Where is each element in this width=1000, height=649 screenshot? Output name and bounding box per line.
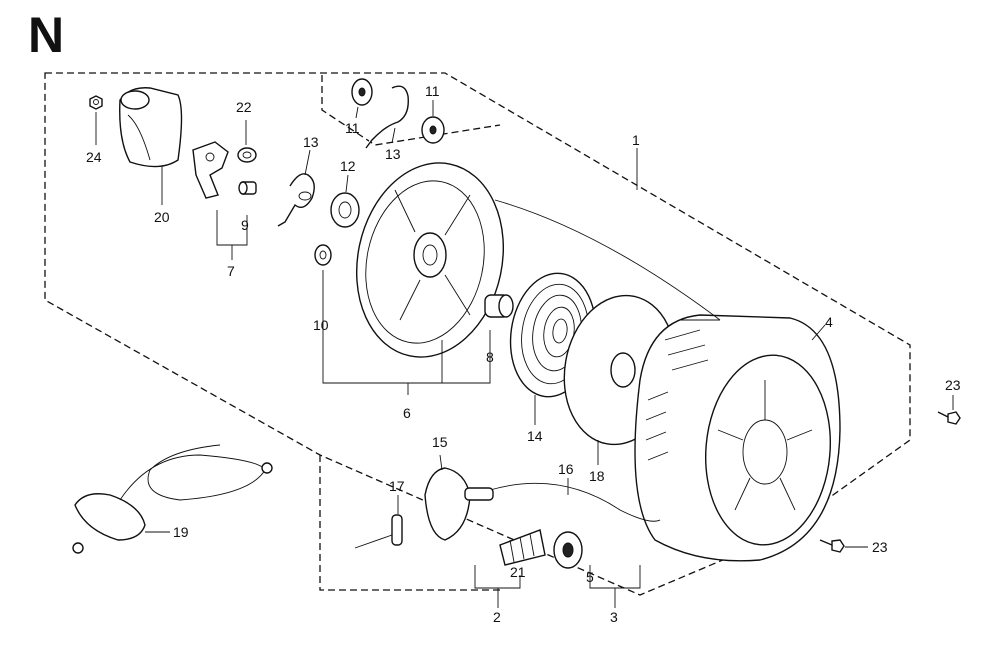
callout-labels: 1 2 3 4 5 6 7 8 9 10 11 11 12 13 13 14 1…	[86, 83, 961, 625]
label-11b: 11	[425, 83, 440, 99]
page-letter: N	[28, 7, 64, 63]
label-8: 8	[486, 349, 494, 365]
nut-part-24	[89, 95, 103, 145]
clip-part-17	[354, 495, 403, 549]
label-3: 3	[610, 609, 618, 625]
label-18: 18	[589, 468, 605, 484]
cover-part-20	[119, 87, 183, 205]
leader-2	[474, 565, 521, 589]
pin-part-9	[238, 181, 257, 195]
spring-part-21	[499, 529, 546, 566]
collar-part-12	[330, 174, 360, 228]
label-13b: 13	[385, 146, 401, 162]
housing-part-4	[634, 314, 841, 562]
label-22: 22	[236, 99, 252, 115]
spring-part-13	[277, 149, 315, 227]
label-15: 15	[432, 434, 448, 450]
label-6: 6	[403, 405, 411, 421]
reel-part-6	[355, 162, 505, 358]
washer-part-11-a	[351, 78, 373, 119]
washer-part-11-b	[421, 100, 445, 144]
label-20: 20	[154, 209, 170, 225]
ratchet-part-7	[192, 141, 229, 199]
rope-part-16	[489, 482, 661, 522]
label-21: 21	[510, 564, 526, 580]
leader-3	[589, 565, 641, 589]
assembly-outline	[44, 72, 911, 596]
label-11a: 11	[345, 120, 360, 136]
collar-part-8	[484, 294, 514, 318]
label-24: 24	[86, 149, 102, 165]
label-10: 10	[313, 317, 329, 333]
label-23b: 23	[872, 539, 888, 555]
label-16: 16	[558, 461, 574, 477]
collar-part-22	[237, 147, 257, 163]
label-19: 19	[173, 524, 189, 540]
rope-handle-part-19	[72, 444, 273, 554]
bolt-part-23-a	[937, 395, 961, 425]
label-23a: 23	[945, 377, 961, 393]
handle-part-15	[424, 454, 494, 541]
guide-part-5	[553, 531, 583, 569]
leader-6	[322, 270, 491, 384]
label-2: 2	[493, 609, 501, 625]
label-4: 4	[825, 314, 833, 330]
label-5: 5	[586, 569, 594, 585]
label-7: 7	[227, 263, 235, 279]
label-14: 14	[527, 428, 543, 444]
bolt-part-23-b	[819, 539, 868, 553]
label-12: 12	[340, 158, 356, 174]
label-17: 17	[389, 478, 405, 494]
collar-part-10	[314, 244, 332, 266]
label-13a: 13	[303, 134, 319, 150]
spring-part-13-detail	[365, 85, 409, 149]
label-1: 1	[632, 132, 640, 148]
cord-upper	[494, 199, 721, 321]
label-9: 9	[241, 217, 249, 233]
